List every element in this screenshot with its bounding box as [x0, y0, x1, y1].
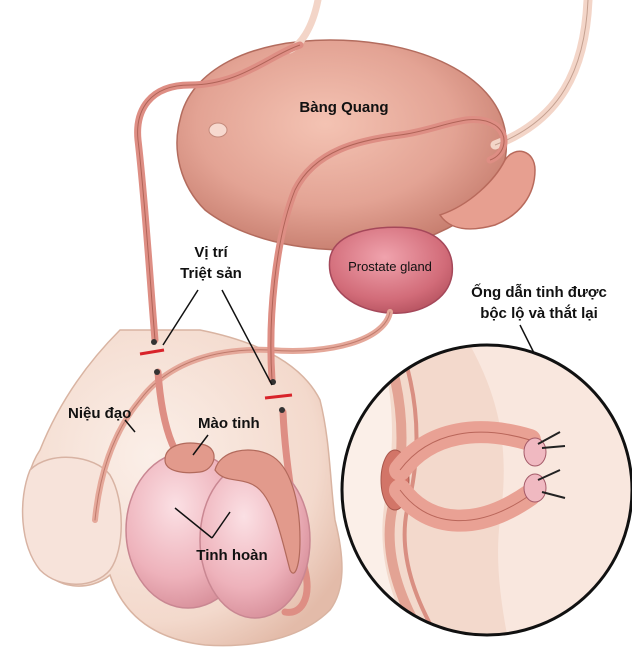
pointer-site-right: [221, 289, 273, 386]
seminal-vesicle: [438, 150, 536, 230]
label-prostate: Prostate gland: [348, 259, 432, 274]
ligature-left-top: [151, 339, 157, 345]
label-site-line1: Vị trí: [194, 244, 228, 261]
ligature-left-bottom: [154, 369, 160, 375]
epididymis-right: [214, 449, 301, 574]
pointer-inset: [519, 324, 536, 356]
label-bladder: Bàng Quang: [299, 99, 388, 116]
vas-deferens-left-lower: [154, 368, 179, 454]
inset-magnified: [340, 343, 632, 637]
pointer-site-left: [162, 289, 199, 346]
label-epididymis: Mào tinh: [198, 415, 260, 432]
epididymis-left: [164, 442, 215, 474]
ureter-right: [490, 0, 593, 150]
label-urethra: Niệu đạo: [68, 405, 131, 422]
pointer-testis-left: [174, 507, 213, 539]
pointer-urethra: [124, 419, 136, 433]
label-inset-line1: Ống dẫn tinh được: [471, 283, 607, 301]
glans: [21, 456, 122, 585]
ureter-opening: [208, 122, 228, 138]
cut-mark-right: [264, 393, 293, 400]
label-testicles: Tinh hoàn: [196, 547, 267, 564]
pointer-testis-right: [211, 511, 231, 539]
cut-mark-left: [139, 348, 165, 356]
prostate-gland: [328, 226, 454, 314]
pointer-epididymis: [192, 434, 209, 456]
ligature-right-bottom: [279, 407, 285, 413]
label-inset-line2: bộc lộ và thắt lại: [480, 304, 598, 322]
label-site-line2: Triệt sản: [180, 265, 242, 282]
